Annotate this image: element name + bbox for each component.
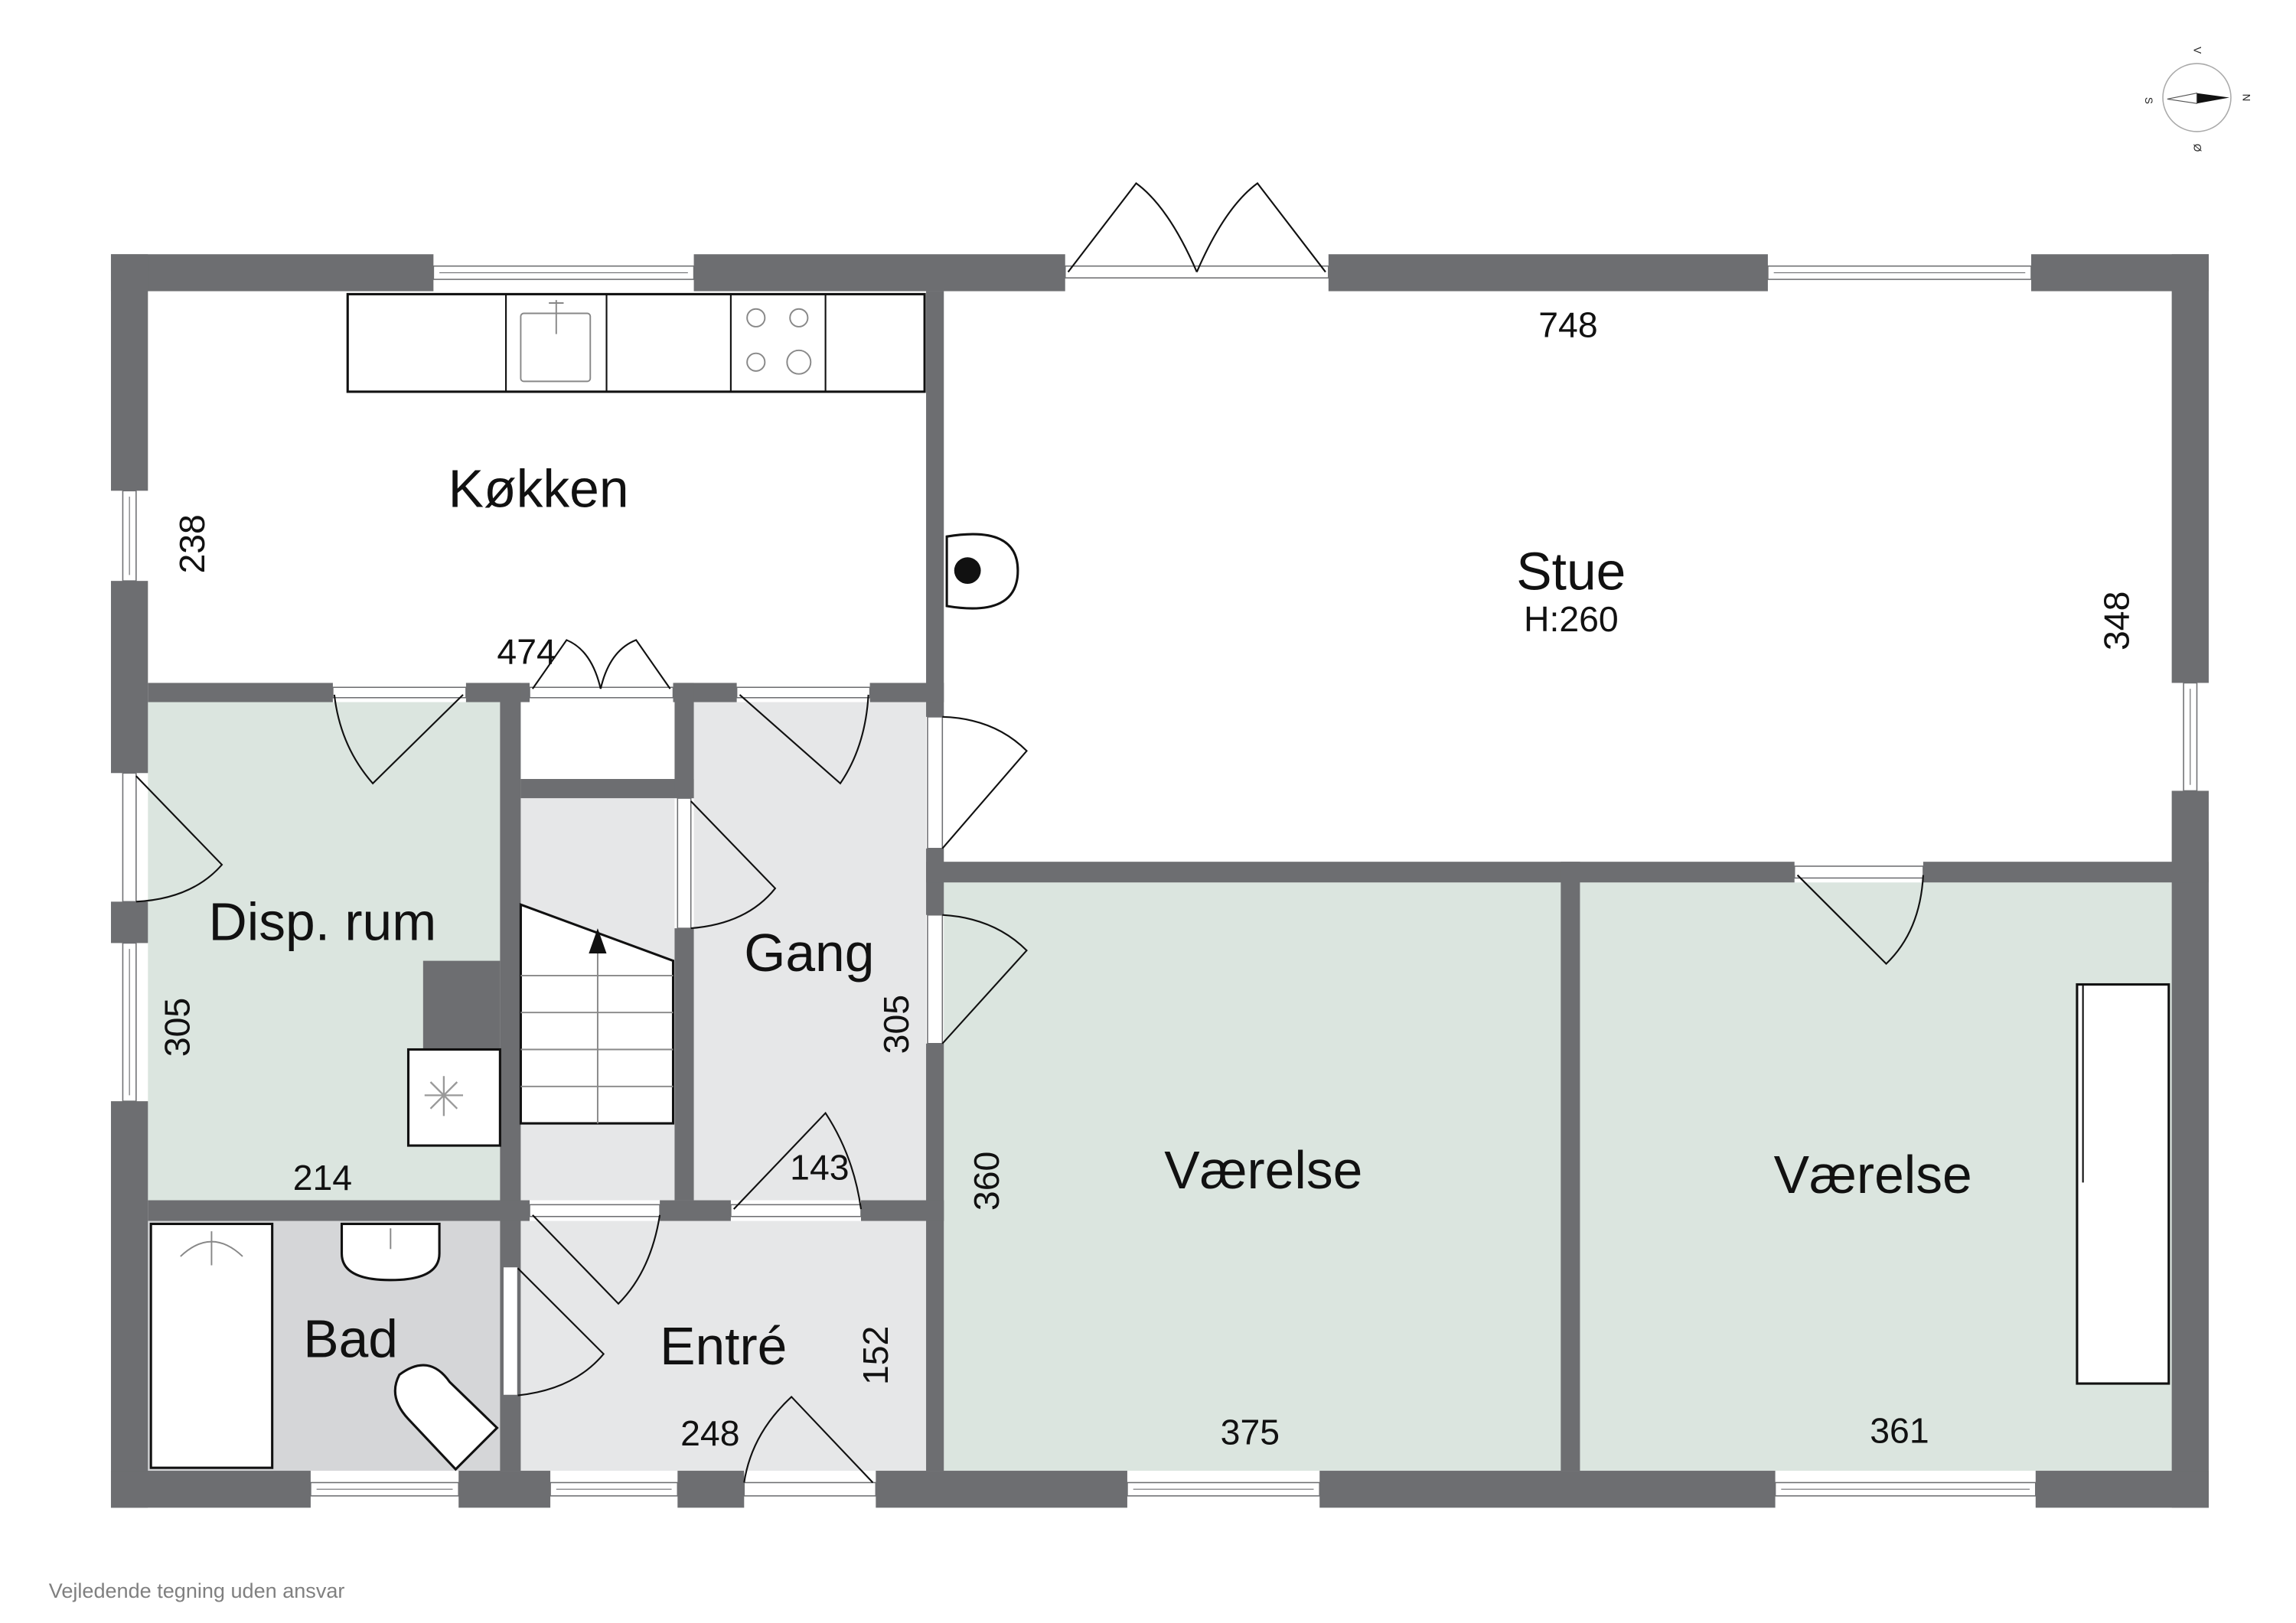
bathroom-fixtures <box>149 1222 499 1471</box>
room-label-kokken: Køkken <box>448 459 629 519</box>
dim-disp-width: 214 <box>293 1158 352 1198</box>
stue-floor <box>944 291 2172 862</box>
dim-stue-depth: 348 <box>2097 592 2137 650</box>
dim-stue-width: 748 <box>1538 305 1597 344</box>
dimension-labels: 474 238 748 348 214 305 305 143 248 152 … <box>157 305 2136 1453</box>
compass-east: Ø <box>2192 144 2203 152</box>
doors <box>122 182 1924 1497</box>
room-label-bad: Bad <box>303 1309 398 1368</box>
dim-vaerelse2-width: 361 <box>1870 1410 1929 1450</box>
walls <box>110 254 2209 1508</box>
wood-stove-icon <box>945 533 1019 610</box>
stair-arrow-icon <box>589 928 607 953</box>
gang-floor <box>693 702 927 1201</box>
disclaimer-footer: Vejledende tegning uden ansvar <box>49 1579 345 1602</box>
dim-kokken-width: 474 <box>497 631 556 671</box>
dim-entre-depth: 152 <box>856 1326 895 1385</box>
sink-icon <box>340 1222 441 1282</box>
compass-north: N <box>2240 94 2252 102</box>
toilet-icon <box>393 1364 499 1471</box>
windows <box>122 265 2198 1497</box>
vaerelse-2-floor <box>1580 882 2172 1471</box>
vaerelse-1-floor <box>944 882 1561 1471</box>
staircase <box>519 902 675 1125</box>
dim-kokken-depth: 238 <box>172 514 212 573</box>
dim-gang-door: 143 <box>790 1148 849 1188</box>
room-label-vaerelse-2: Værelse <box>1774 1145 1972 1204</box>
room-label-gang: Gang <box>744 923 874 983</box>
room-label-disp-rum: Disp. rum <box>209 892 437 952</box>
closet-floor <box>520 702 675 780</box>
stove-icon <box>746 308 812 375</box>
compass-west: V <box>2192 47 2203 54</box>
room-height-stue: H:260 <box>1524 599 1619 639</box>
fan-unit-icon <box>406 1048 501 1147</box>
entre-floor <box>520 1221 927 1471</box>
room-label-vaerelse-1: Værelse <box>1164 1140 1362 1200</box>
dim-vaerelse1-depth: 360 <box>967 1152 1006 1211</box>
room-label-entre: Entré <box>660 1316 787 1376</box>
compass-south: S <box>2143 97 2154 104</box>
dim-vaerelse1-width: 375 <box>1221 1412 1280 1452</box>
dim-entre-width: 248 <box>680 1413 739 1453</box>
dim-disp-depth: 305 <box>157 998 197 1057</box>
dim-gang-depth: 305 <box>876 995 916 1054</box>
compass-icon: N S Ø V <box>2143 47 2252 152</box>
kitchen-counter <box>346 292 926 393</box>
room-labels: Køkken Stue H:260 Disp. rum Gang Bad Ent… <box>209 459 1972 1376</box>
room-label-stue: Stue <box>1516 542 1626 601</box>
wardrobe <box>2076 983 2170 1385</box>
